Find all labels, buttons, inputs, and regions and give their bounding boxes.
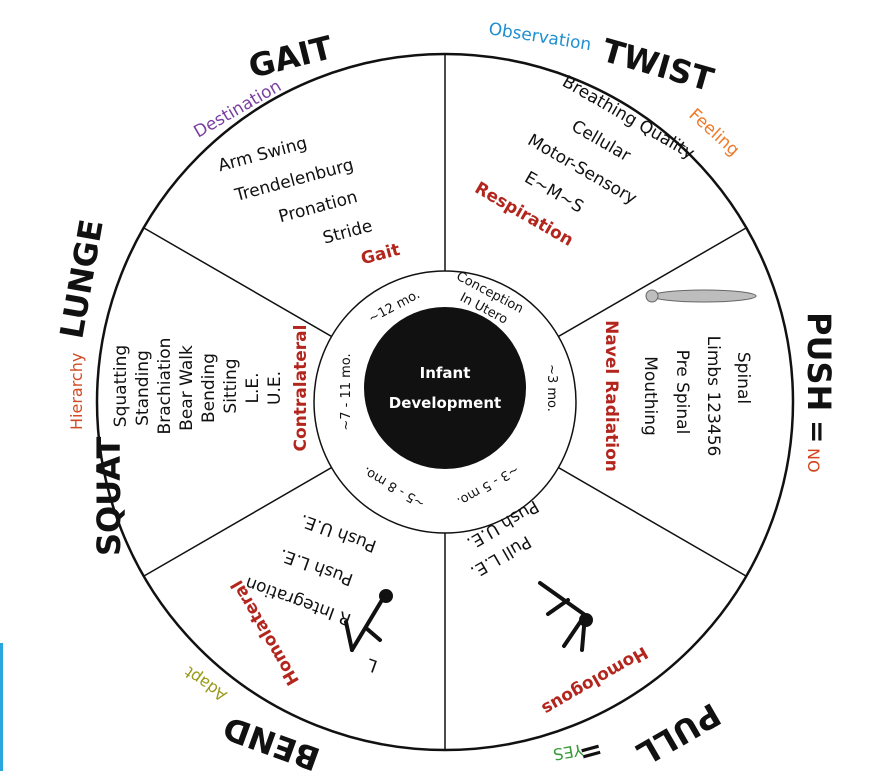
navel-item: Mouthing xyxy=(640,356,660,436)
contralateral-item: L.E. xyxy=(243,372,263,403)
contralateral-item: Squatting xyxy=(111,345,131,427)
label-push-equals: = xyxy=(801,420,834,443)
contralateral-heading: Contralateral xyxy=(291,325,311,452)
contralateral-item: Bear Walk xyxy=(177,345,197,431)
center-circle xyxy=(364,307,526,469)
age-navel: ~3 mo. xyxy=(544,364,559,412)
label-lunge: LUNGE xyxy=(52,216,110,341)
crawling-figure-icon xyxy=(344,589,393,652)
edge-accent-bar xyxy=(0,643,3,771)
label-push: PUSH xyxy=(800,312,838,411)
label-yes: YES xyxy=(552,740,586,764)
center-title-line1: Infant xyxy=(420,364,471,382)
contralateral-item: Standing xyxy=(133,350,153,426)
label-observation: Observation xyxy=(487,19,592,55)
contralateral-item: Brachiation xyxy=(155,338,175,435)
label-twist: TWIST xyxy=(598,31,718,99)
star-figure-icon xyxy=(538,581,593,652)
navel-item: Pre Spinal xyxy=(672,350,692,435)
center-title-line2: Development xyxy=(389,394,501,412)
contralateral-item: U.E. xyxy=(265,371,285,405)
contralateral-item: Sitting xyxy=(221,358,241,413)
navel-item: Limbs 123456 xyxy=(703,336,723,457)
label-squat: SQUAT xyxy=(90,436,128,556)
lying-figure-icon xyxy=(645,289,757,303)
label-no: NO xyxy=(804,448,823,473)
navel-heading: Navel Radiation xyxy=(601,320,621,472)
label-pull: PULL xyxy=(630,695,727,771)
age-contralateral: ~7 - 11 mo. xyxy=(339,353,354,430)
contralateral-item: Bending xyxy=(199,353,219,423)
navel-item: Spinal xyxy=(733,352,753,404)
label-hierarchy: Hierarchy xyxy=(67,353,86,430)
